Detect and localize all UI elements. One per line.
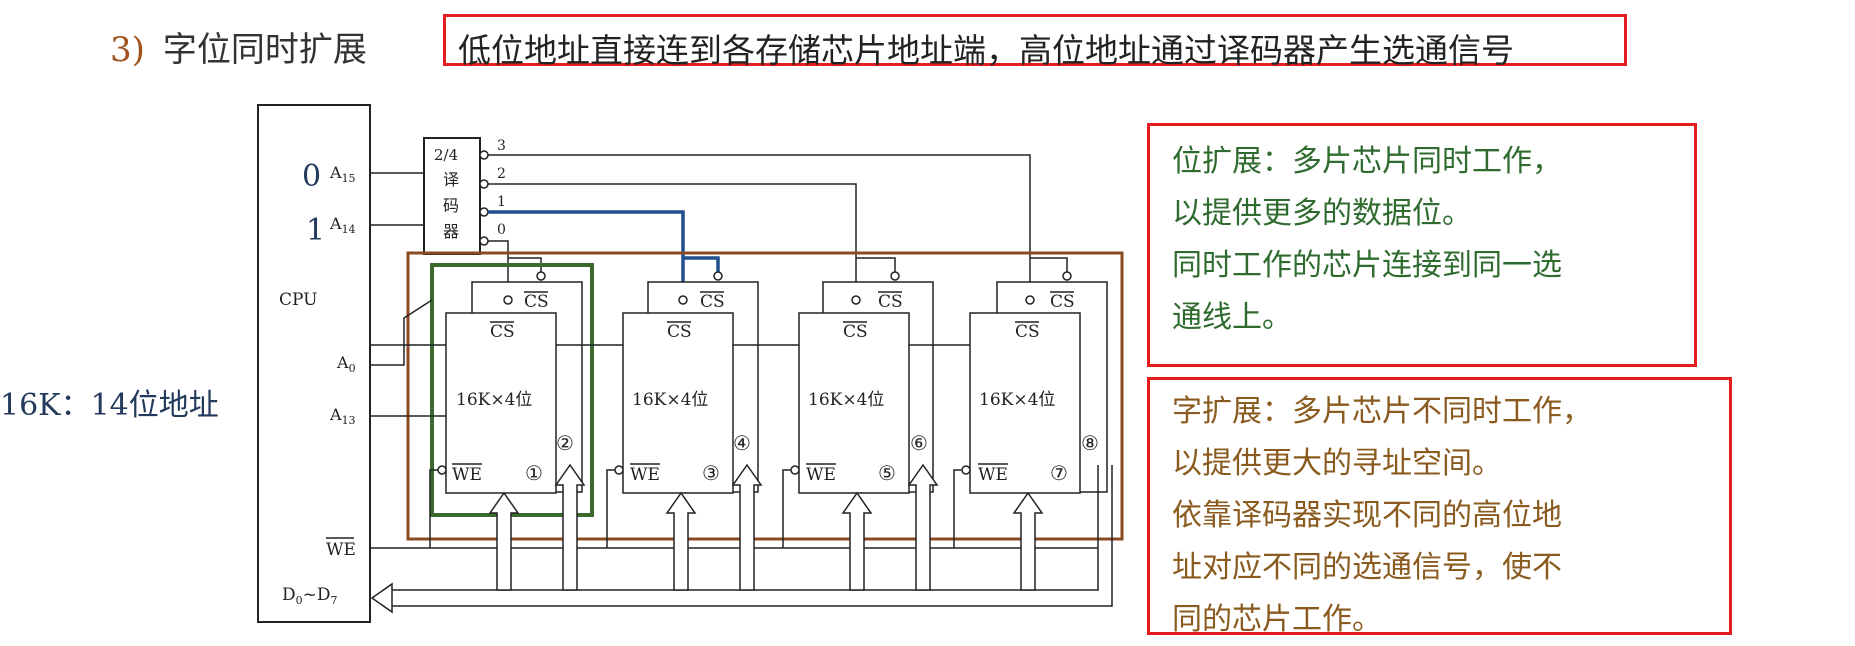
chip-cs-7: CS (1015, 322, 1040, 342)
heading-callout-box: 低位地址直接连到各存储芯片地址端，高位地址通过译码器产生选通信号 (443, 14, 1627, 70)
section-title: 字位同时扩展 (162, 30, 367, 70)
address-size-label: 16K：14位地址 (0, 388, 219, 423)
chip-we-3: WE (630, 465, 660, 485)
chip-number-5: ⑤ (878, 461, 896, 485)
chip-we-1: WE (452, 465, 482, 485)
decoder-output-3: 3 (497, 138, 506, 154)
pin-a15: A15 (329, 163, 356, 185)
decoder-label-0: 2/4 (434, 146, 458, 164)
chip-front-3 (622, 312, 734, 494)
chip-number-1: ① (525, 461, 543, 485)
pin-data: D0~D7 (282, 585, 338, 607)
decoder-output-2: 2 (497, 166, 506, 182)
decoder-output-1: 1 (497, 194, 506, 210)
chip-cs-6: CS (878, 292, 903, 312)
word-note-line: 字扩展：多片芯片不同时工作， (1172, 394, 1592, 429)
chip-number-8: ⑧ (1081, 431, 1099, 455)
heading-callout-text: 低位地址直接连到各存储芯片地址端，高位地址通过译码器产生选通信号 (458, 31, 1514, 70)
chip-number-4: ④ (733, 431, 751, 455)
chip-label-5: 16K×4位 (808, 390, 884, 410)
decoder-label-1: 译 (443, 170, 459, 189)
chip-front-5 (798, 312, 910, 494)
word-note-line: 同的芯片工作。 (1172, 602, 1382, 637)
chip-pair-highlight (430, 263, 594, 517)
chip-number-6: ⑥ (910, 431, 928, 455)
chip-we-5: WE (806, 465, 836, 485)
chip-number-2: ② (556, 431, 574, 455)
decoder-output-0: 0 (497, 222, 506, 238)
word-note-line: 依靠译码器实现不同的高位地 (1172, 498, 1562, 533)
chip-front-1 (445, 312, 557, 494)
chip-label-7: 16K×4位 (979, 390, 1055, 410)
chip-cs-5: CS (843, 322, 868, 342)
section-number: 3) (110, 30, 145, 70)
chip-cs-2: CS (524, 292, 549, 312)
chip-label-3: 16K×4位 (632, 390, 708, 410)
word-note-line: 以提供更大的寻址空间。 (1172, 446, 1502, 481)
bit-note-line: 通线上。 (1172, 300, 1292, 335)
pin-a13: A13 (329, 405, 356, 427)
decoder-label-3: 器 (443, 222, 459, 241)
cpu-label: CPU (279, 290, 317, 310)
bit-expansion-note: 位扩展：多片芯片同时工作， 以提供更多的数据位。 同时工作的芯片连接到同一选 通… (1147, 123, 1697, 367)
a15-value: 0 (302, 159, 321, 194)
bit-expansion-frame (406, 251, 1124, 541)
bit-note-line: 位扩展：多片芯片同时工作， (1172, 144, 1562, 179)
section-heading: 3) 字位同时扩展 (110, 22, 367, 71)
a14-value: 1 (306, 213, 325, 248)
chip-cs-3: CS (667, 322, 692, 342)
word-expansion-note: 字扩展：多片芯片不同时工作， 以提供更大的寻址空间。 依靠译码器实现不同的高位地… (1147, 377, 1732, 637)
chip-label-1: 16K×4位 (456, 390, 532, 410)
chip-front-7 (969, 312, 1081, 494)
chip-number-7: ⑦ (1050, 461, 1068, 485)
chip-cs-1: CS (490, 322, 515, 342)
decoder-label-2: 码 (443, 196, 459, 215)
pin-a14: A14 (329, 214, 356, 236)
cpu-box (257, 104, 371, 623)
chip-we-7: WE (978, 465, 1008, 485)
chip-number-3: ③ (702, 461, 720, 485)
chip-cs-4: CS (700, 292, 725, 312)
bit-note-line: 以提供更多的数据位。 (1172, 196, 1472, 231)
chip-cs-8: CS (1050, 292, 1075, 312)
word-note-line: 址对应不同的选通信号，使不 (1172, 550, 1562, 585)
pin-a0: A0 (336, 353, 356, 375)
bit-note-line: 同时工作的芯片连接到同一选 (1172, 248, 1562, 283)
pin-we: WE (326, 540, 356, 560)
